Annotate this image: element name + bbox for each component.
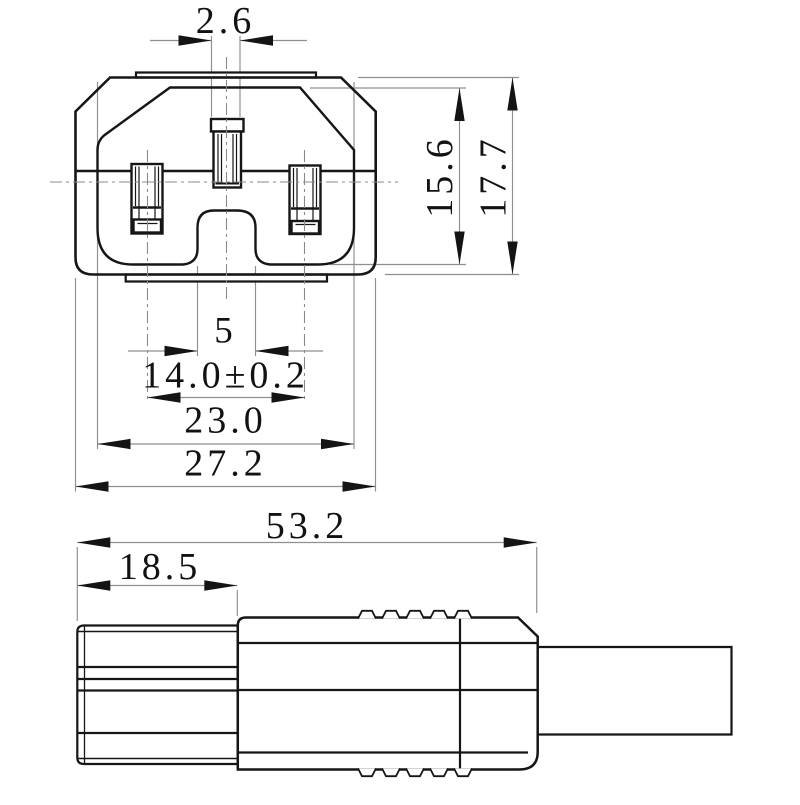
cable <box>534 645 733 736</box>
rib-bottom <box>405 767 425 778</box>
strain-relief-ribs-bottom <box>357 767 473 778</box>
dim-pin-width-label: 2.6 <box>196 0 256 42</box>
right-pin-base-cap <box>290 219 321 235</box>
arrow-ridge-width-right <box>255 345 289 357</box>
dim-recess-width-label: 23.0 <box>184 400 267 442</box>
dim-recess-height-ext-lines <box>310 87 466 266</box>
rib-top <box>429 609 449 620</box>
earth-pin-slot-walls <box>217 134 238 183</box>
arrow-front-length-right <box>204 580 238 591</box>
rib-bottom <box>429 767 449 778</box>
rib-bottom <box>357 767 377 778</box>
right-pin-slot-walls <box>292 168 318 221</box>
dim-overall-length-label: 53.2 <box>266 505 349 547</box>
arrow-pin-width-left <box>178 35 212 46</box>
rib-top <box>405 609 425 620</box>
dim-pin-pitch-label: 14.0±0.2 <box>142 355 309 397</box>
side-view-arrowheads <box>77 537 537 591</box>
arrow-overall-length-left <box>77 537 111 548</box>
front-view: 2.6 15.6 17.7 5 14.0±0.2 23.0 27.2 <box>50 0 519 492</box>
rib-top <box>357 609 377 620</box>
earth-pin <box>209 117 245 189</box>
main-body-horizontal-lines <box>237 641 538 754</box>
arrow-body-height-top <box>507 77 518 111</box>
arrow-ridge-width-left <box>164 345 198 357</box>
dim-front-length-label: 18.5 <box>119 546 202 588</box>
arrow-pin-pitch-right <box>271 392 305 403</box>
dim-body-width-ext-lines <box>74 278 377 492</box>
rib-top <box>381 609 401 620</box>
arrow-body-height-bottom <box>507 241 518 275</box>
strain-relief-ribs-top <box>357 609 473 620</box>
arrow-body-width-left <box>75 481 109 492</box>
arrow-overall-length-right <box>503 537 537 548</box>
rib-bottom <box>453 767 473 778</box>
arrow-pin-pitch-left <box>147 392 181 403</box>
rib-top <box>453 609 473 620</box>
dim-ridge-width-label: 5 <box>214 311 237 352</box>
dim-body-height-ext-lines <box>358 76 519 276</box>
arrow-recess-width-left <box>97 438 131 450</box>
dim-body-height-label: 17.7 <box>473 135 515 218</box>
front-section-ribs <box>77 665 238 735</box>
front-view-centerlines <box>50 57 398 401</box>
arrow-recess-height-bottom <box>454 231 465 265</box>
arrow-recess-height-top <box>454 88 465 121</box>
front-section-outline <box>76 624 239 766</box>
arrow-recess-width-right <box>321 438 354 450</box>
recess-outline-with-keying-ridge <box>96 86 356 266</box>
front-body-outline <box>74 76 377 276</box>
dim-recess-height-label: 15.6 <box>419 135 461 218</box>
arrow-body-width-right <box>342 481 376 492</box>
dim-body-width-label: 27.2 <box>184 443 267 485</box>
arrow-pin-width-right <box>240 35 273 46</box>
dim-overall-length-ext-lines <box>76 547 538 621</box>
rib-bottom <box>381 767 401 778</box>
front-view-arrowheads <box>75 35 518 492</box>
left-pin-slot-walls <box>134 166 160 219</box>
side-view: 53.2 18.5 <box>76 505 733 778</box>
earth-pin-cap <box>209 117 245 133</box>
main-body-outline <box>236 616 539 771</box>
arrow-front-length-left <box>77 580 111 591</box>
